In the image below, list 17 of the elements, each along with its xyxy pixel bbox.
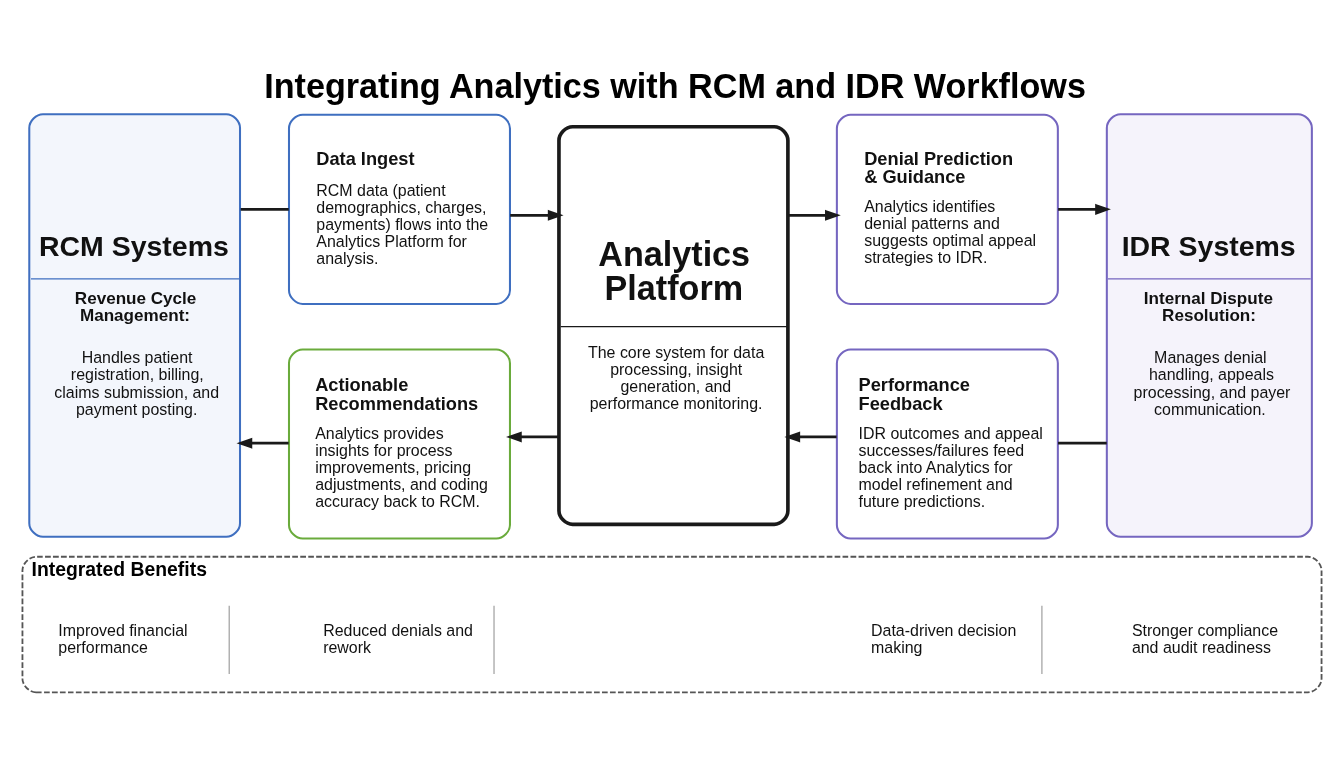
arrow xyxy=(236,437,289,449)
connector xyxy=(240,207,289,211)
node-text: Improved financial performance xyxy=(58,621,188,656)
node-box: Actionable Recommendations Analytics provides insights for process improvements, pricing adjustments, and coding accuracy back to RCM. xyxy=(287,347,511,540)
arrow xyxy=(1058,203,1111,215)
diagram-title: Integrating Analytics with RCM and IDR Workflows xyxy=(264,66,1086,105)
arrow xyxy=(510,209,564,221)
connector xyxy=(1058,441,1107,445)
node-box: Performance Feedback IDR outcomes and appeal successes/failures feed back into Analytics for model refinement and future predictions. xyxy=(835,347,1059,540)
arrow xyxy=(784,430,837,442)
arrow xyxy=(788,209,841,221)
node-box: Data Ingest RCM data (patient demographics, charges, payments) flows into the Analytics Platform for analysis. xyxy=(287,113,511,305)
node-text: Data-driven decision making xyxy=(871,621,1017,656)
node-text: Stronger compliance and audit readiness xyxy=(1131,621,1279,656)
node-box: Denial Prediction & Guidance Analytics identifies denial patterns and suggests optimal appeal strategies to IDR. xyxy=(835,113,1059,305)
arrow xyxy=(506,430,560,442)
node-text: Reduced denials and rework xyxy=(323,621,473,656)
